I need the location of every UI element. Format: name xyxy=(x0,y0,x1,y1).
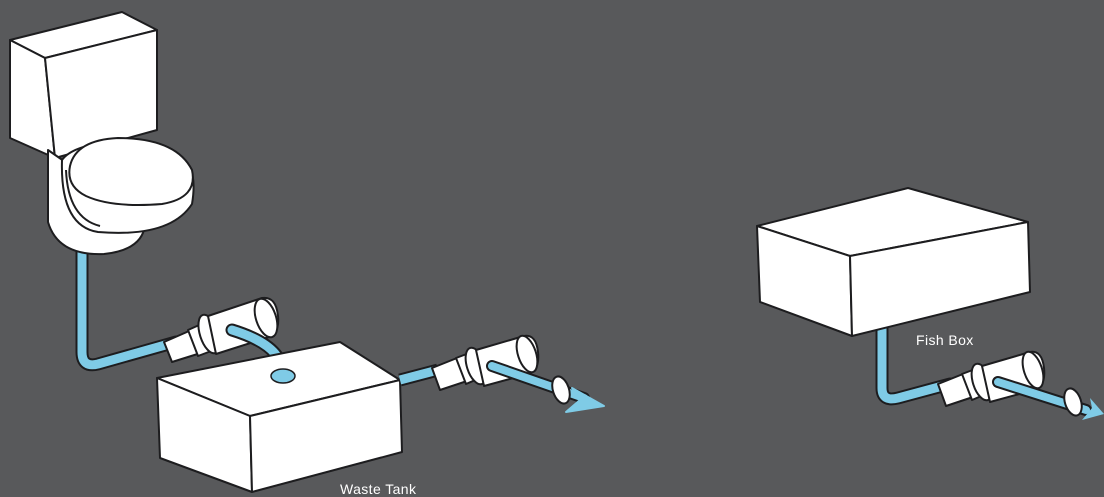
valve-icon xyxy=(163,296,280,363)
tank-inlet-opening xyxy=(270,368,296,384)
flow-arrow-icon xyxy=(992,376,1104,420)
toilet-icon xyxy=(9,11,195,256)
tank-outlet-pipe xyxy=(398,363,440,387)
waste-tank-icon xyxy=(156,341,403,493)
toilet-drain-pipe xyxy=(75,243,183,372)
waste-tank-label: Waste Tank xyxy=(340,481,417,497)
fish-box-icon xyxy=(756,187,1031,337)
valve-icon xyxy=(937,350,1046,407)
fish-box-drain-pipe xyxy=(875,309,957,406)
fish-box-label: Fish Box xyxy=(916,332,974,348)
valve-icon xyxy=(431,334,540,391)
flow-arrow-icon xyxy=(486,360,605,413)
